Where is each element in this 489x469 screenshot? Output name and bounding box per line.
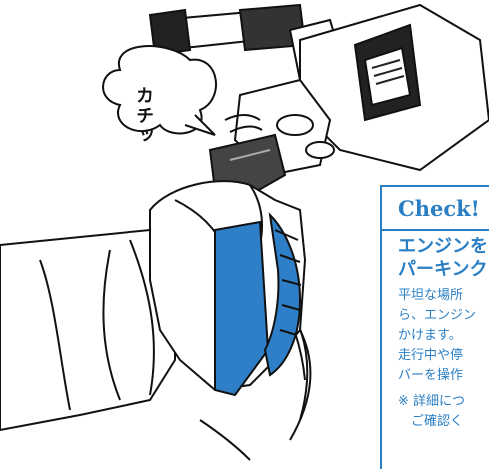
heading-line: エンジンを xyxy=(398,236,488,257)
check-panel: Check! エンジンを パーキンク 平坦な場所 ら、エンジン かけます。 走行… xyxy=(380,185,489,469)
body-line: 平坦な場所 xyxy=(398,288,464,303)
body-line: 走行中や停 xyxy=(398,348,464,363)
heading-line: パーキンク xyxy=(398,259,488,280)
sound-effect-text: カチッ xyxy=(133,86,154,146)
body-line: かけます。 xyxy=(398,328,462,343)
panel-divider xyxy=(382,229,489,231)
check-title: Check! xyxy=(398,196,480,221)
check-note: ※ 詳細につ ご確認く xyxy=(398,392,465,432)
note-line: ご確認く xyxy=(398,414,464,429)
handlebar-drawing xyxy=(148,3,489,197)
note-line: ※ 詳細につ xyxy=(398,394,466,409)
blue-grip xyxy=(214,212,302,397)
speech-bubble xyxy=(102,45,217,136)
check-panel-header: Check! xyxy=(382,187,489,229)
body-line: バーを操作 xyxy=(398,368,464,383)
body-line: ら、エンジン xyxy=(398,308,477,323)
check-body: 平坦な場所 ら、エンジン かけます。 走行中や停 バーを操作 xyxy=(398,286,476,386)
check-heading: エンジンを パーキンク xyxy=(398,235,488,281)
